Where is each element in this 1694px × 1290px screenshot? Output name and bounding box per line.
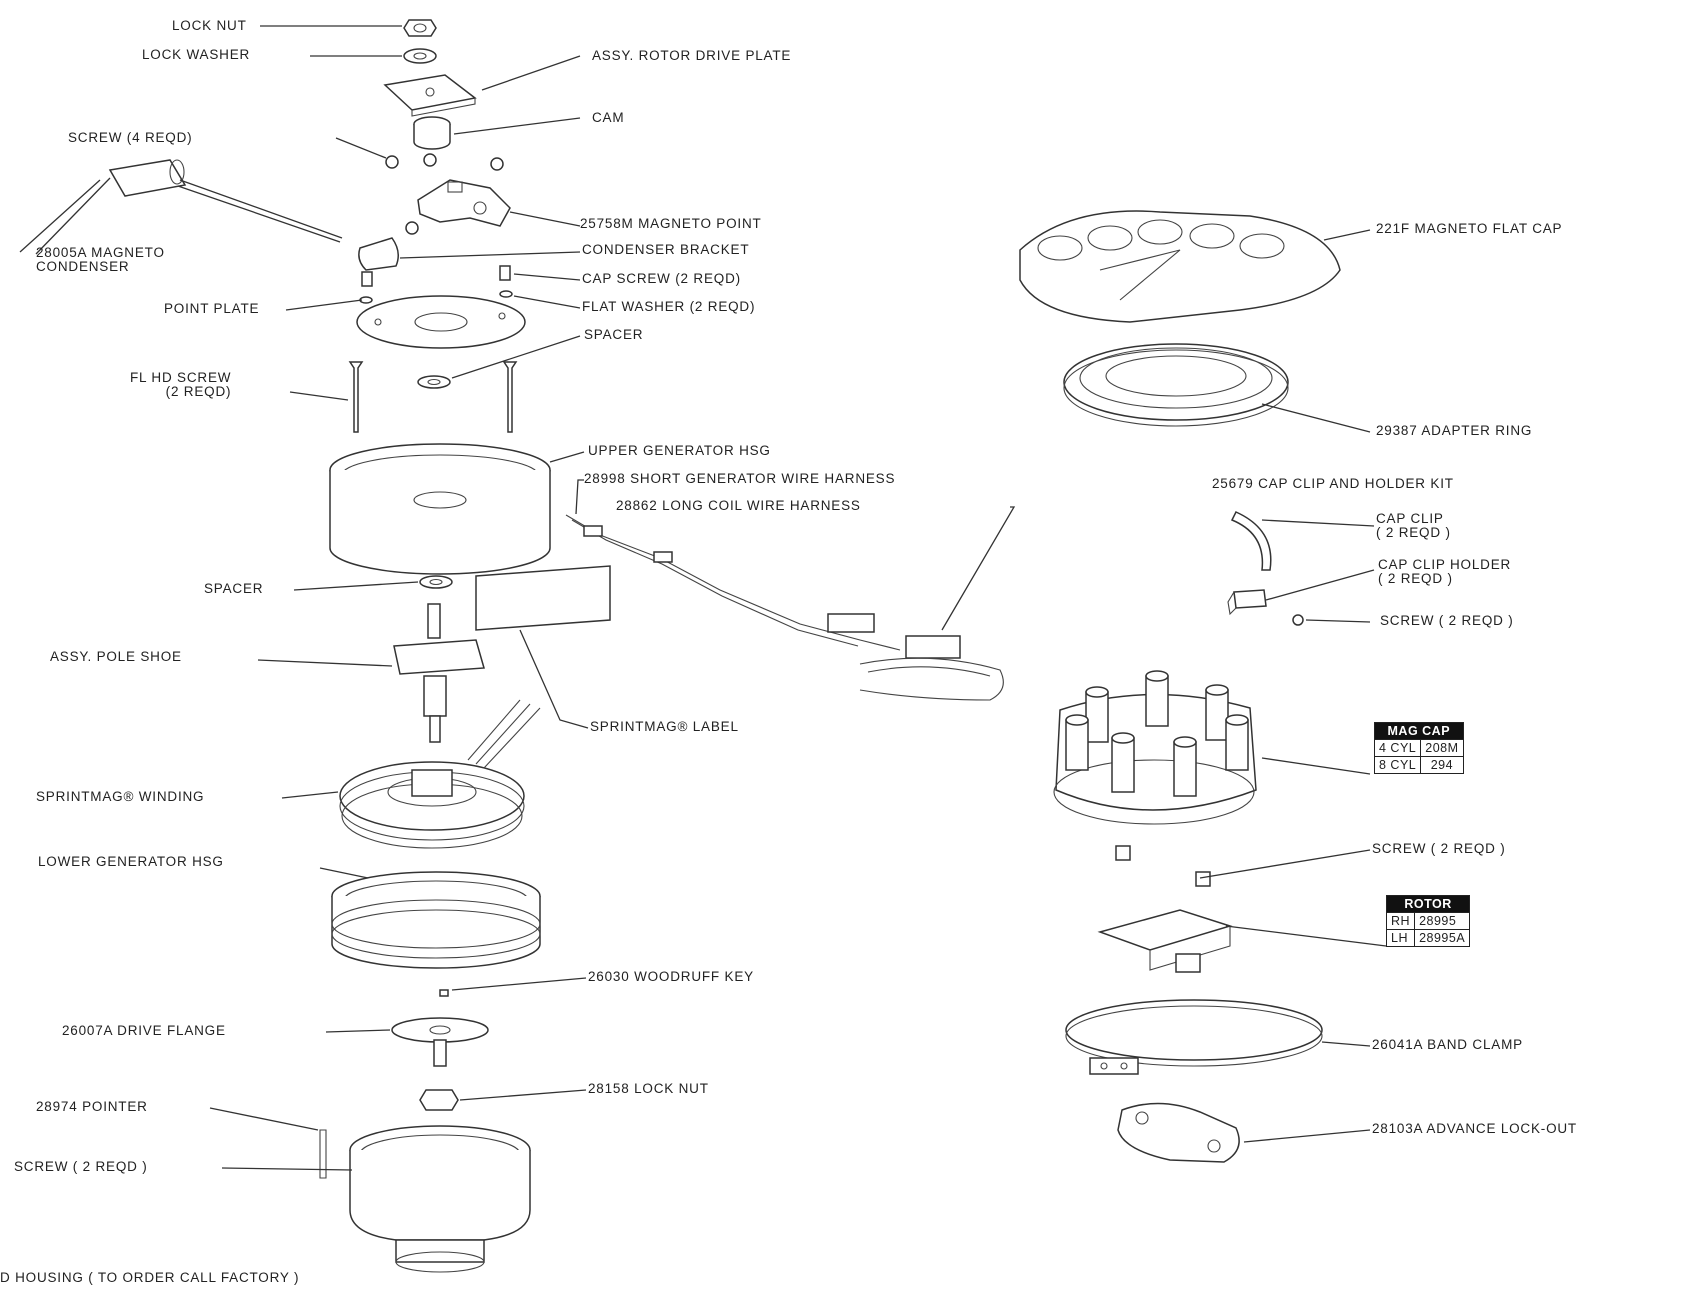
part-distributor-cap: [1053, 670, 1257, 825]
label-screw-2-bottom: SCREW ( 2 REQD ): [14, 1159, 148, 1174]
part-magneto-point: [417, 179, 511, 227]
label-advance-lockout: 28103A ADVANCE LOCK-OUT: [1372, 1121, 1577, 1136]
label-pointer: 28974 POINTER: [36, 1099, 148, 1114]
label-pole-shoe: ASSY. POLE SHOE: [50, 649, 182, 664]
table-row: 8 CYL 294: [1373, 756, 1464, 774]
part-condenser: [108, 159, 343, 243]
label-sprintmag-winding: SPRINTMAG® WINDING: [36, 789, 205, 804]
part-spacer-top: [417, 375, 451, 389]
label-cap-clip: CAP CLIP ( 2 REQD ): [1376, 511, 1451, 540]
mag-cap-cyl: 4 CYL: [1373, 739, 1422, 757]
label-cap-clip-holder: CAP CLIP HOLDER ( 2 REQD ): [1378, 557, 1512, 586]
part-upper-generator-housing: [329, 443, 551, 575]
label-lower-generator: LOWER GENERATOR HSG: [38, 854, 224, 869]
label-screw-4: SCREW (4 REQD): [68, 130, 193, 145]
rotor-table: ROTOR RH 28995 LH 28995A: [1385, 895, 1471, 947]
part-lock-washer: [403, 48, 437, 64]
table-row: RH 28995: [1385, 912, 1471, 930]
part-flat-cap: [1019, 210, 1341, 323]
rotor-dir: RH: [1385, 912, 1416, 930]
part-lock-nut-top: [403, 19, 437, 37]
label-flat-washer: FLAT WASHER (2 REQD): [582, 299, 756, 314]
mag-cap-part: 208M: [1420, 739, 1464, 757]
leader-lines: [19, 25, 1387, 1171]
label-woodruff-key: 26030 WOODRUFF KEY: [588, 969, 754, 984]
rotor-table-header: ROTOR: [1385, 895, 1471, 913]
label-fl-hd-screw: FL HD SCREW (2 REQD): [130, 370, 232, 399]
label-drive-flange: 26007A DRIVE FLANGE: [62, 1023, 226, 1038]
table-row: 4 CYL 208M: [1373, 739, 1464, 757]
label-rotor-drive-plate: ASSY. ROTOR DRIVE PLATE: [592, 48, 792, 63]
part-adapter-ring: [1063, 343, 1289, 427]
label-condenser-bracket: CONDENSER BRACKET: [582, 242, 750, 257]
part-lower-generator-housing: [331, 871, 541, 969]
label-long-harness: 28862 LONG COIL WIRE HARNESS: [616, 498, 861, 513]
part-base-housing: [349, 1125, 531, 1273]
part-sprintmag-label: [475, 565, 611, 631]
label-sprintmag-label: SPRINTMAG® LABEL: [590, 719, 739, 734]
label-spacer-top: SPACER: [584, 327, 644, 342]
part-clip-screw: [1292, 614, 1304, 626]
rotor-dir: LH: [1385, 929, 1416, 947]
part-point-plate: [356, 295, 526, 349]
label-cap-screw: CAP SCREW (2 REQD): [582, 271, 741, 286]
label-upper-generator: UPPER GENERATOR HSG: [588, 443, 771, 458]
part-pole-shoe: [393, 603, 485, 743]
part-spacer-mid: [419, 575, 453, 589]
mag-cap-cyl: 8 CYL: [1373, 756, 1422, 774]
label-housing: D HOUSING ( TO ORDER CALL FACTORY ): [0, 1270, 300, 1285]
label-short-harness: 28998 SHORT GENERATOR WIRE HARNESS: [584, 471, 896, 486]
part-cap-clip-holder: [1227, 589, 1267, 616]
part-fl-hd-screws: [348, 361, 518, 433]
mag-cap-part: 294: [1420, 756, 1464, 774]
label-screw-rotor: SCREW ( 2 REQD ): [1372, 841, 1506, 856]
rotor-part: 28995A: [1414, 929, 1471, 947]
part-woodruff-key: [439, 989, 449, 997]
part-wire-harness: [565, 514, 1004, 701]
label-flat-cap: 221F MAGNETO FLAT CAP: [1376, 221, 1563, 236]
label-lock-washer: LOCK WASHER: [142, 47, 251, 62]
label-lock-nut-top: LOCK NUT: [172, 18, 247, 33]
part-cap-screws-2: [361, 265, 511, 287]
rotor-part: 28995: [1414, 912, 1471, 930]
mag-cap-table-header: MAG CAP: [1374, 722, 1464, 740]
part-winding: [339, 699, 541, 849]
part-cam: [413, 116, 451, 150]
label-spacer-mid: SPACER: [204, 581, 264, 596]
part-rotor-screws: [1115, 845, 1211, 887]
part-band-clamp: [1065, 999, 1323, 1075]
part-rotor: [1097, 909, 1233, 973]
label-magneto-condenser: 28005A MAGNETO CONDENSER: [36, 245, 165, 274]
part-pointer: [319, 1129, 327, 1179]
table-row: LH 28995A: [1385, 929, 1471, 947]
label-magneto-point: 25758M MAGNETO POINT: [580, 216, 762, 231]
mag-cap-table: MAG CAP 4 CYL 208M 8 CYL 294: [1373, 722, 1464, 774]
part-condenser-bracket: [358, 237, 399, 271]
label-lock-nut-bottom: 28158 LOCK NUT: [588, 1081, 709, 1096]
label-cap-clip-kit: 25679 CAP CLIP AND HOLDER KIT: [1212, 476, 1454, 491]
label-band-clamp: 26041A BAND CLAMP: [1372, 1037, 1523, 1052]
part-advance-lockout: [1117, 1102, 1240, 1163]
label-adapter-ring: 29387 ADAPTER RING: [1376, 423, 1533, 438]
part-drive-flange: [391, 1017, 489, 1067]
part-screws-4: [385, 153, 504, 235]
label-cam: CAM: [592, 110, 625, 125]
part-cap-clip: [1230, 511, 1272, 571]
part-rotor-drive-plate: [383, 74, 477, 117]
label-point-plate: POINT PLATE: [164, 301, 260, 316]
label-screw-clip: SCREW ( 2 REQD ): [1380, 613, 1514, 628]
part-lock-nut-bottom: [419, 1089, 459, 1111]
